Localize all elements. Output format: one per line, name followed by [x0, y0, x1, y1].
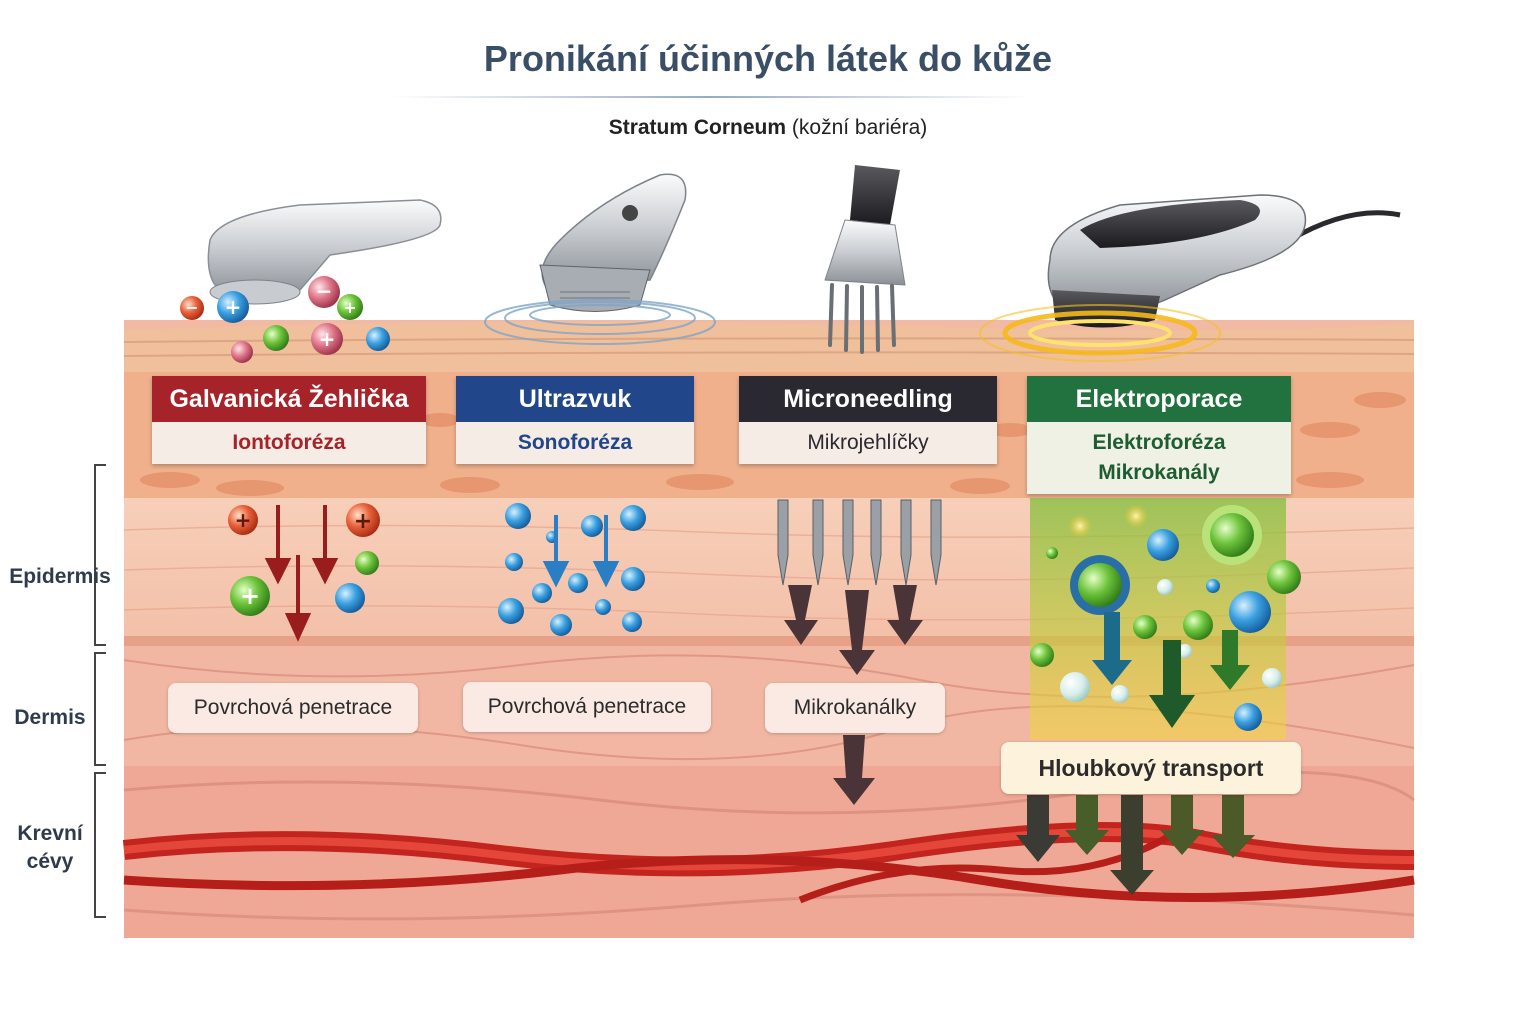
method-electroporation-sub: Elektroforéza Mikrokanály: [1027, 422, 1291, 494]
svg-text:+: +: [240, 582, 260, 610]
method-electroporation: Elektroporace Elektroforéza Mikrokanály: [1027, 376, 1291, 494]
microneedle-device-icon: [824, 165, 906, 354]
diagram-title: Pronikání účinných látek do kůže: [483, 38, 1053, 79]
vessels-bracket: [94, 772, 106, 918]
method-galvanic-title: Galvanická Žehlička: [152, 376, 426, 422]
stratum-corneum: [124, 321, 1414, 372]
svg-text:+: +: [235, 508, 252, 532]
microneedle-tips: [777, 499, 942, 586]
method-ultrasound-title: Ultrazvuk: [456, 376, 694, 422]
method-microneedling-title: Microneedling: [739, 376, 997, 422]
svg-text:+: +: [319, 327, 336, 351]
dermis-bracket: [94, 652, 106, 766]
method-galvanic: Galvanická Žehlička Iontoforéza: [152, 376, 426, 464]
blood-vessel-secondary: [123, 855, 1415, 902]
svg-text:−: −: [185, 298, 198, 317]
ultrasound-waves: [484, 299, 716, 345]
method-galvanic-sub: Iontoforéza: [152, 422, 426, 464]
label-dermis: Dermis: [14, 706, 86, 729]
method-microneedling-sub: Mikrojehlíčky: [739, 422, 997, 464]
sonophoresis-arrows: [542, 515, 620, 588]
method-microneedling: Microneedling Mikrojehlíčky: [739, 376, 997, 464]
electroporation-arrows: [1016, 612, 1255, 895]
method-electroporation-title: Elektroporace: [1027, 376, 1291, 422]
method-electroporation-sub1: Elektroforéza: [1092, 431, 1226, 454]
method-ultrasound-sub: Sonoforéza: [456, 422, 694, 464]
method-electroporation-sub2: Mikrokanály: [1098, 461, 1220, 484]
title-divider: [390, 96, 1030, 98]
subtitle-bold: Stratum Corneum: [608, 116, 787, 139]
label-vessels-line2: cévy: [26, 850, 74, 873]
subtitle-rest: (kožní bariéra): [786, 116, 928, 139]
ultrasound-device-icon: [539, 173, 687, 312]
svg-text:+: +: [343, 298, 356, 317]
svg-text:+: +: [354, 509, 372, 534]
electroporation-particles: [1030, 504, 1301, 731]
iontophoresis-particles: + + +: [228, 503, 380, 616]
electroporation-device-icon: [1047, 194, 1401, 328]
microchannel-arrows: [784, 585, 923, 805]
svg-text:+: +: [225, 295, 242, 319]
result-electroporation: Hloubkový transport: [1001, 742, 1301, 794]
label-vessels: Krevní cévy: [4, 820, 96, 876]
result-microneedling: Mikrokanálky: [765, 683, 945, 733]
method-ultrasound: Ultrazvuk Sonoforéza: [456, 376, 694, 464]
sonophoresis-particles: [498, 503, 646, 636]
iontophoresis-arrows: [264, 505, 339, 642]
label-vessels-line1: Krevní: [17, 822, 83, 845]
epidermis-bracket: [94, 464, 106, 646]
surface-ions: − + − + +: [180, 276, 390, 363]
result-ultrasound: Povrchová penetrace: [463, 682, 711, 732]
label-epidermis: Epidermis: [9, 565, 111, 588]
subtitle: Stratum Corneum (kožní bariéra): [0, 116, 1536, 140]
svg-text:−: −: [316, 279, 333, 303]
result-galvanic: Povrchová penetrace: [168, 683, 418, 733]
